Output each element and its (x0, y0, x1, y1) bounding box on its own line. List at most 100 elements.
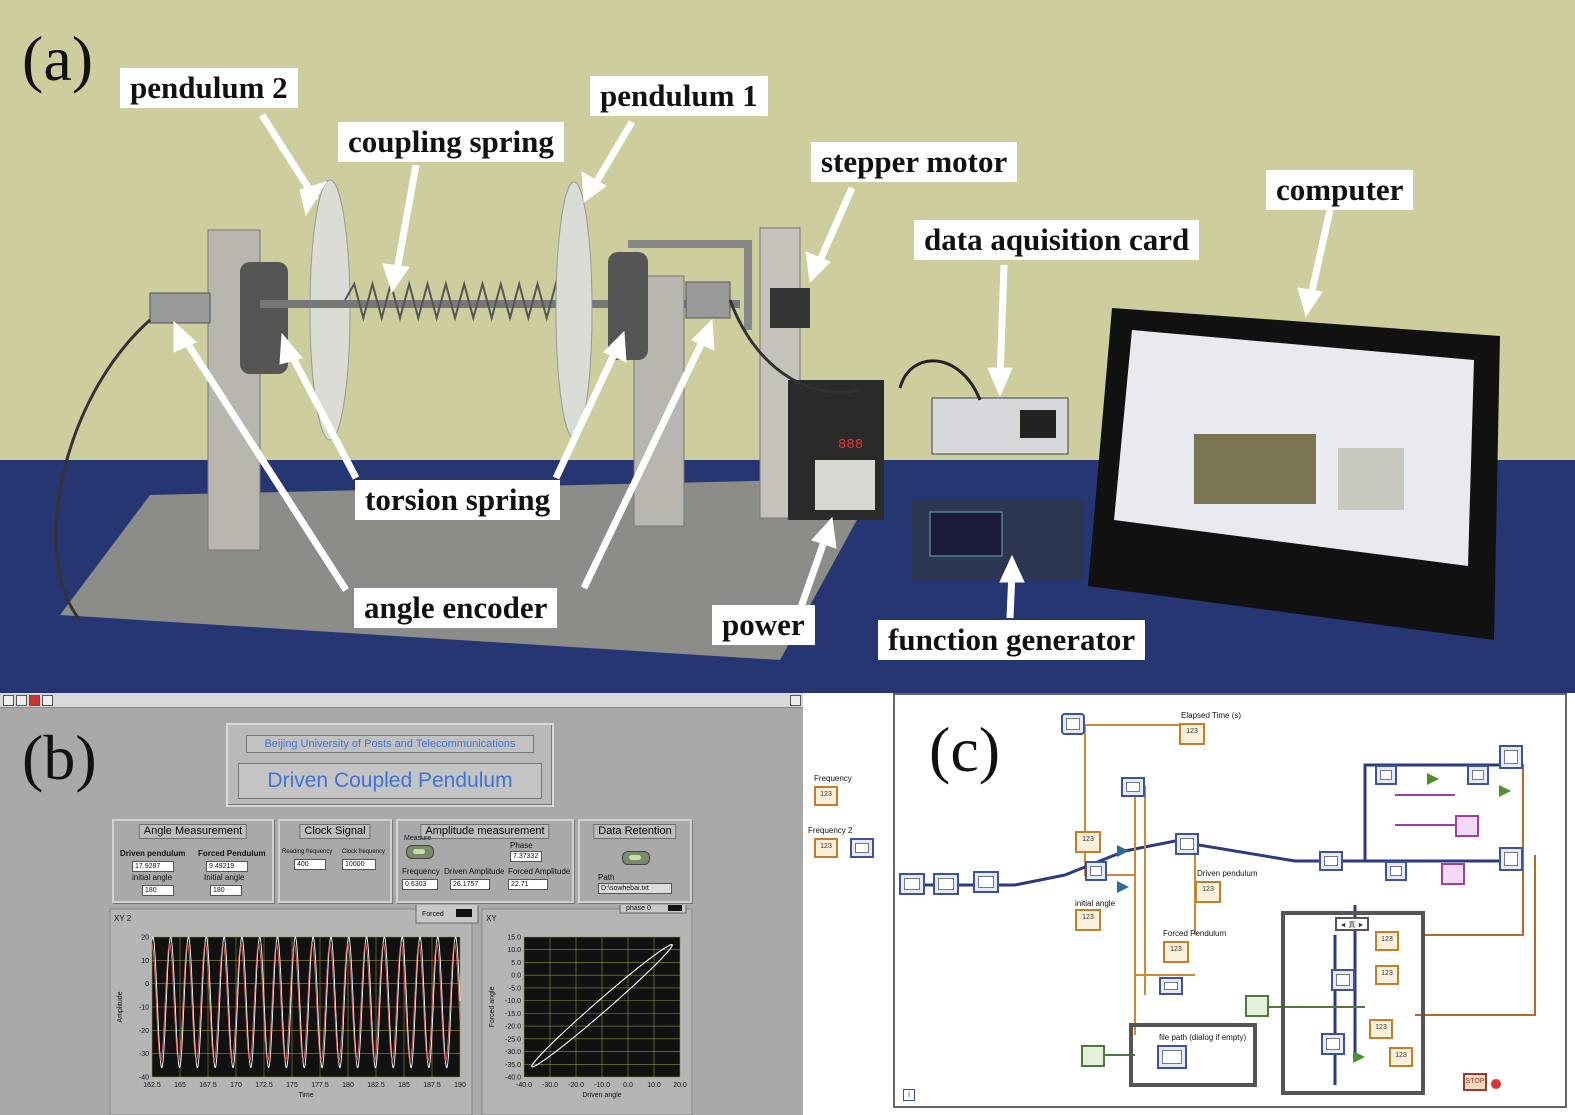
x-tick-label: 10.0 (647, 1082, 661, 1089)
compare-icon-2 (1117, 881, 1129, 893)
abort-icon[interactable] (29, 695, 40, 706)
delta-t-icon[interactable] (1499, 745, 1523, 769)
initial-angle-terminal[interactable]: 123 (1075, 909, 1101, 931)
case-indicator-1: 123 (1375, 931, 1399, 951)
frequency-label: Frequency (402, 867, 440, 876)
y-tick-label: -30.0 (505, 1049, 521, 1056)
x-tick-label: 165 (174, 1082, 186, 1089)
file-path-label: file path (dialog if empty) (1159, 1033, 1247, 1042)
frequency2-control-terminal[interactable]: 123 (814, 838, 838, 858)
case-indicator-4: 123 (1389, 1047, 1413, 1067)
panel-a-photo: 888 (0, 0, 1575, 693)
bundle-icon[interactable] (1319, 851, 1343, 871)
write-file-icon[interactable] (1159, 977, 1183, 995)
frequency-control-terminal[interactable]: 123 (814, 786, 838, 806)
amplitude-title: Amplitude measurement (420, 824, 550, 839)
panel-b-front-panel: (b) Beijing University of Posts and Tele… (0, 693, 803, 1115)
reading-frequency-input[interactable]: 400 (294, 859, 326, 870)
pendulum-1-disc (555, 181, 593, 439)
driven-pendulum-indicator: 123 (1195, 881, 1221, 903)
y-tick-label: -15.0 (505, 1011, 521, 1018)
motor-frame (628, 240, 752, 248)
forced-angle-value: 9.49219 (206, 861, 248, 872)
clock-frequency-label: Clock frequency (342, 849, 386, 855)
retention-toggle[interactable] (622, 851, 650, 865)
x-tick-label: 182.5 (367, 1082, 385, 1089)
panel-b-letter: (b) (22, 722, 97, 793)
apparatus-illustration: 888 (54, 113, 1500, 660)
peak-detect-icon[interactable] (1467, 765, 1489, 785)
y-tick-label: -20.0 (505, 1024, 521, 1031)
waveform-graph-terminal[interactable] (1175, 833, 1199, 855)
frequency-value: 0.6303 (402, 879, 438, 890)
coupling-spring (344, 280, 566, 322)
data-retention-group: Data Retention Path D:\sowhebai.txt (578, 819, 692, 903)
y-tick-label: -20 (139, 1028, 149, 1035)
measure-toggle[interactable] (406, 845, 434, 859)
cluster-indicator-2 (1441, 863, 1465, 885)
left-encoder (149, 292, 211, 324)
y-tick-label: -10.0 (505, 998, 521, 1005)
forced-pendulum-indicator: 123 (1163, 941, 1189, 963)
forced-initial-input[interactable]: 180 (210, 885, 242, 896)
waveform-icon[interactable] (1331, 969, 1355, 991)
driven-initial-input[interactable]: 180 (142, 885, 174, 896)
help-icon[interactable] (790, 695, 801, 706)
legend-label: Forced (422, 911, 444, 918)
x-tick-label: 172.5 (255, 1082, 273, 1089)
xy-graph-terminal[interactable] (1385, 861, 1407, 881)
scale-icon[interactable] (973, 871, 999, 893)
frequency-controls: Frequency 123 Frequency 2 123 (806, 770, 890, 870)
x-tick-label: 177.5 (311, 1082, 329, 1089)
y-tick-label: 10.0 (507, 947, 521, 954)
y-tick-label: 0.0 (511, 973, 521, 980)
series-line-forced (151, 943, 461, 1062)
frequency2-label-c: Frequency 2 (808, 826, 853, 835)
legend-swatch (456, 909, 472, 917)
label-pendulum-1: pendulum 1 (590, 76, 768, 116)
function-generator-subvi-icon[interactable] (850, 838, 874, 858)
stepper-motor-body (770, 288, 810, 328)
angle-measurement-title: Angle Measurement (138, 824, 248, 839)
y-tick-label: -5.0 (509, 985, 521, 992)
run-continuous-icon[interactable] (16, 695, 27, 706)
run-arrow-icon[interactable] (3, 695, 14, 706)
label-power: power (712, 605, 815, 645)
y-tick-label: 10 (141, 958, 149, 965)
boolean-control[interactable] (1245, 995, 1269, 1017)
legend-label-xy: phase 0 (626, 905, 651, 912)
build-array-icon[interactable] (1121, 777, 1145, 797)
label-pendulum-2: pendulum 2 (120, 68, 298, 108)
signal-filter-icon[interactable] (933, 873, 959, 895)
x-tick-label: 0.0 (623, 1082, 633, 1089)
measure-label: Measure (404, 835, 432, 842)
path-input[interactable]: D:\sowhebai.txt (598, 883, 672, 894)
x-tick-label: -10.0 (594, 1082, 610, 1089)
delta-t-icon-2[interactable] (1499, 847, 1523, 871)
index-array-icon[interactable] (1085, 861, 1107, 881)
reading-frequency-label: Reading frequency (282, 849, 333, 855)
case-indicator-3: 123 (1369, 1019, 1393, 1039)
pause-icon[interactable] (42, 695, 53, 706)
title-decoration: Beijing University of Posts and Telecomm… (226, 723, 554, 807)
frequency-label-c: Frequency (814, 774, 852, 783)
phase-value: 7.37332 (510, 851, 542, 862)
clock-frequency-input[interactable]: 10000 (342, 859, 376, 870)
case-selector[interactable]: ◄ 真 ► (1335, 917, 1369, 931)
x-tick-label: 175 (286, 1082, 298, 1089)
driven-initial-label: initial angle (132, 873, 173, 882)
forced-amplitude-value: 22.71 (508, 879, 548, 890)
daq-assistant-icon[interactable] (899, 873, 925, 895)
multiply-icon (1353, 1051, 1365, 1063)
x-tick-label: -40.0 (516, 1082, 532, 1089)
array-subset-icon[interactable] (1375, 765, 1397, 785)
file-dialog-icon[interactable] (1157, 1045, 1187, 1069)
x-tick-label: 190 (454, 1082, 466, 1089)
y-tick-label: -25.0 (505, 1036, 521, 1043)
stop-button[interactable]: STOP (1463, 1073, 1487, 1091)
timer-icon[interactable] (1061, 713, 1085, 735)
clock-signal-group: Clock Signal Reading frequency Clock fre… (278, 819, 392, 903)
waveform-icon-2[interactable] (1321, 1033, 1345, 1055)
